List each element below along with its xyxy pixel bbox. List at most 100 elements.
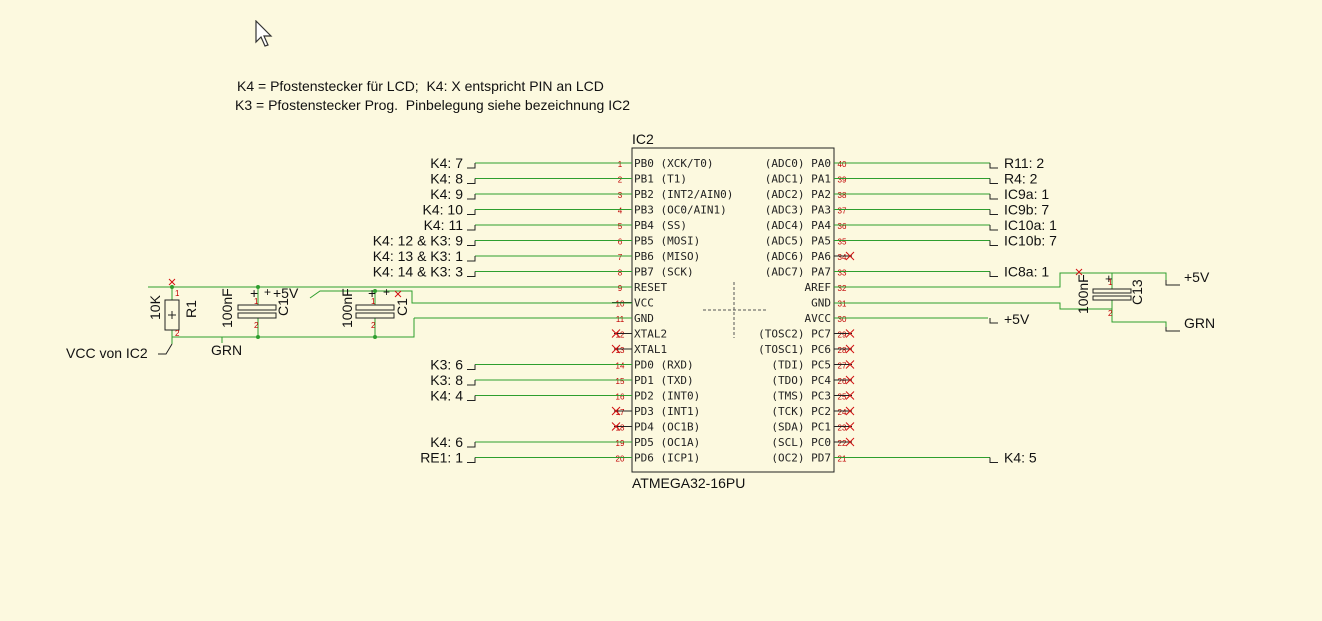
right-pin-label-31: GND: [811, 297, 831, 310]
right-flag-39: [989, 178, 998, 184]
left-pin-label-19: PD5 (OC1A): [634, 436, 700, 449]
right-pin-label-27: (TDI) PC5: [771, 359, 831, 372]
left-pin-number-14: 14: [616, 362, 625, 371]
left-pin-17[interactable]: PD3 (INT1)17: [611, 405, 700, 418]
left-pin-label-3: PB2 (INT2/AIN0): [634, 188, 733, 201]
right-noconnect-28: [845, 344, 855, 354]
left-pin-label-16: PD2 (INT0): [634, 390, 700, 403]
left-pin-4[interactable]: PB3 (OC0/AIN1)4K4: 10: [423, 202, 727, 218]
capacitor-c1a[interactable]: + + 100nF C1 1 2: [219, 285, 291, 330]
left-noconnect-13: [611, 344, 621, 354]
left-noconnect-12-b: [611, 329, 621, 338]
left-pin-1[interactable]: PB0 (XCK/T0)1K4: 7: [430, 155, 713, 171]
left-pin-18[interactable]: PD4 (OC1B)18: [611, 421, 700, 434]
left-pin-number-3: 3: [618, 191, 623, 200]
capacitor-c1b[interactable]: + + 100nF C1 1 2: [339, 285, 410, 330]
right-power-network[interactable]: [834, 272, 1167, 327]
noconnect-r1-top: [168, 278, 176, 286]
left-net-label-20: RE1: 1: [420, 450, 463, 466]
left-pin-8[interactable]: PB7 (SCK)8K4: 14 & K3: 3: [373, 264, 694, 280]
right-pin-label-39: (ADC1) PA1: [765, 173, 831, 186]
right-pin-label-24: (TCK) PC2: [771, 405, 831, 418]
right-pin-label-33: (ADC7) PA7: [765, 266, 831, 279]
left-pin-number-16: 16: [616, 393, 625, 402]
left-flag-5: [467, 225, 476, 231]
left-flag-7: [467, 256, 476, 262]
left-pin-label-12: XTAL2: [634, 328, 667, 341]
c1a-plus-2: +: [264, 285, 271, 299]
right-noconnect-22: [845, 437, 855, 447]
ic2-body[interactable]: [631, 147, 835, 473]
ic2-part: ATMEGA32-16PU: [632, 475, 745, 491]
left-net-label-4: K4: 10: [423, 202, 464, 218]
capacitor-c13[interactable]: + 100nF C13 1 2: [1075, 271, 1145, 318]
left-noconnect-13-b: [611, 344, 621, 354]
left-pin-2[interactable]: PB1 (T1)2K4: 8: [430, 171, 687, 187]
right-pin-label-21: (OC2) PD7: [771, 452, 831, 465]
r1-name: R1: [183, 300, 199, 318]
left-pin-label-5: PB4 (SS): [634, 219, 687, 232]
grn-right-flag: [1165, 327, 1180, 332]
right-flag-38: [989, 194, 998, 200]
left-pin-number-20: 20: [616, 455, 625, 464]
left-noconnect-12: [611, 329, 621, 338]
left-pin-label-4: PB3 (OC0/AIN1): [634, 204, 727, 217]
left-power-network[interactable]: [148, 286, 632, 344]
left-pin-number-8: 8: [618, 269, 623, 278]
grn-left-label: GRN: [211, 342, 242, 358]
right-net-label-21: K4: 5: [1004, 450, 1037, 466]
left-pin-number-6: 6: [618, 238, 623, 247]
right-noconnect-22-b: [845, 437, 855, 447]
resistor-r1[interactable]: 10K R1 1 2: [147, 289, 199, 338]
right-pin-number-36: 36: [838, 222, 847, 231]
left-pin-5[interactable]: PB4 (SS)5K4: 11: [424, 217, 687, 233]
right-noconnect-27-b: [845, 360, 855, 369]
left-pin-number-11: 11: [616, 315, 625, 324]
right-net-label-39: R4: 2: [1004, 171, 1038, 187]
left-pin-3[interactable]: PB2 (INT2/AIN0)3K4: 9: [430, 186, 733, 202]
plus5v-right-label: +5V: [1184, 269, 1210, 285]
right-noconnect-24: [845, 406, 855, 416]
right-noconnect-25-b: [845, 391, 855, 400]
left-pin-6[interactable]: PB5 (MOSI)6K4: 12 & K3: 9: [373, 233, 701, 249]
c1a-plus: +: [250, 285, 258, 301]
left-pin-7[interactable]: PB6 (MISO)7K4: 13 & K3: 1: [373, 248, 701, 264]
left-flag-2: [467, 178, 476, 184]
junction-dots: [170, 285, 377, 339]
left-pin-number-7: 7: [618, 253, 623, 262]
right-pin-label-35: (ADC5) PA5: [765, 235, 831, 248]
left-pin-label-8: PB7 (SCK): [634, 266, 694, 279]
right-pin-label-32: AREF: [805, 281, 832, 294]
right-net-label-35: IC10b: 7: [1004, 233, 1057, 249]
right-flag-36: [989, 225, 998, 231]
right-pin-number-38: 38: [838, 191, 847, 200]
